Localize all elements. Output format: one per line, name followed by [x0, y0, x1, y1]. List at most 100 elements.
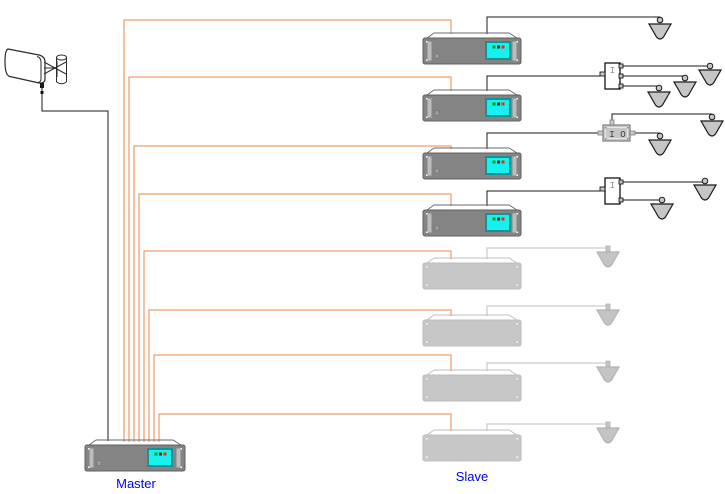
led-indicator-icon: [492, 217, 496, 221]
master-unit[interactable]: [84, 439, 186, 472]
coupler-top-port: [609, 119, 615, 126]
slave-unit-3-rail-left: [427, 156, 432, 176]
master-unit-screw: [88, 466, 90, 468]
slave-unit-7-top: [426, 369, 518, 376]
slave-unit-2-display: [485, 98, 511, 117]
slave-unit-2-screw: [516, 98, 518, 100]
led-indicator-icon: [492, 102, 496, 106]
antenna-8-radome: [649, 203, 675, 220]
slave-unit-8[interactable]: [422, 429, 522, 462]
splitter-output-port: [618, 179, 624, 185]
slave-unit-1-rail-right: [512, 41, 517, 61]
slave-unit-2-rail-right: [512, 98, 517, 118]
slave-output-cable-6: [486, 305, 606, 316]
slave-unit-8-screw: [516, 456, 518, 458]
antenna-2[interactable]: [697, 62, 723, 86]
antenna-inactive-3-connector: [605, 360, 611, 368]
slave-unit-4-rail-left: [427, 213, 432, 233]
antenna-3-radome: [672, 81, 698, 98]
slave-unit-4[interactable]: [422, 204, 522, 237]
master-cable-1: [123, 19, 452, 442]
antenna-3[interactable]: [672, 74, 698, 98]
coupler-label-in: I: [609, 130, 614, 140]
master-cable-5: [143, 250, 452, 442]
led-indicator-icon: [501, 160, 505, 164]
master-unit-top: [88, 439, 182, 446]
antenna-5-connector: [708, 113, 716, 121]
slave-unit-2[interactable]: [422, 89, 522, 122]
master-unit-rail-left: [89, 448, 94, 468]
donor-antenna[interactable]: [4, 48, 67, 88]
coupler-screw: [605, 138, 607, 140]
slave-output-cable-8: [486, 423, 606, 431]
slave-output-cable-1: [486, 16, 661, 34]
splitter-output-port: [618, 83, 624, 89]
slave-unit-6-screw: [516, 323, 518, 325]
slave-unit-2-screw: [516, 116, 518, 118]
antenna-4-connector: [655, 84, 663, 92]
master-cable-8: [158, 413, 452, 442]
slave-unit-1[interactable]: [422, 32, 522, 65]
slave-unit-5-screw: [426, 284, 428, 286]
antenna-inactive-4[interactable]: [595, 421, 621, 444]
feed-connector: [40, 91, 44, 94]
slave-unit-7[interactable]: [422, 369, 522, 402]
slave-unit-8-top: [426, 429, 518, 436]
slave-unit-2-screw: [426, 116, 428, 118]
slave-unit-6-screw: [426, 341, 428, 343]
coupler-label-out: O: [620, 130, 625, 140]
slave-unit-5[interactable]: [422, 257, 522, 290]
splitter-label: I: [610, 66, 615, 76]
antenna-8[interactable]: [649, 196, 675, 220]
splitter-1[interactable]: I: [599, 62, 624, 90]
slave-unit-7-screw: [426, 396, 428, 398]
led-indicator-icon: [501, 45, 505, 49]
splitter-3[interactable]: I: [599, 177, 624, 205]
antenna-6-connector: [656, 132, 664, 140]
slave-unit-5-screw: [426, 266, 428, 268]
antenna-inactive-3[interactable]: [595, 360, 621, 383]
slave-unit-2-screw: [426, 98, 428, 100]
slave-unit-7-screw: [426, 378, 428, 380]
antenna-7[interactable]: [692, 177, 718, 201]
slave-output-cable-3: [486, 132, 598, 149]
antenna-3-connector: [681, 74, 689, 82]
slave-unit-8-screw: [516, 438, 518, 440]
donor-feed-cable: [41, 88, 109, 441]
antenna-5[interactable]: [699, 113, 725, 137]
splitter-output-port: [618, 63, 624, 69]
slave-unit-6[interactable]: [422, 314, 522, 347]
slave-label: Slave: [456, 469, 489, 484]
slave-unit-6-chassis: [422, 319, 522, 347]
antenna-1[interactable]: [647, 16, 673, 40]
slave-unit-3-display: [485, 156, 511, 175]
antenna-6-radome: [647, 139, 673, 156]
slave-unit-4-screw: [516, 213, 518, 215]
slave-unit-4-rail-right: [512, 213, 517, 233]
splitter-output-cable-2: [623, 75, 686, 78]
antenna-inactive-2[interactable]: [595, 303, 621, 326]
power-button-icon: [434, 225, 440, 231]
slave-unit-1-screw: [426, 59, 428, 61]
splitter-input-port: [599, 71, 606, 77]
led-indicator-icon: [501, 217, 505, 221]
antenna-6[interactable]: [647, 132, 673, 156]
splitter-output-port: [618, 73, 624, 79]
splitter-output-cable-1: [623, 65, 711, 67]
master-unit-display: [147, 448, 173, 467]
antenna-inactive-2-connector: [605, 303, 611, 311]
led-indicator-icon: [492, 160, 496, 164]
led-indicator-icon: [501, 102, 505, 106]
slave-unit-3[interactable]: [422, 147, 522, 180]
antenna-4[interactable]: [646, 84, 672, 108]
antenna-2-radome: [697, 69, 723, 86]
master-cable-3: [133, 145, 452, 442]
donor-antenna-clamp: [43, 60, 67, 77]
slave-unit-3-screw: [516, 156, 518, 158]
slave-unit-7-chassis: [422, 374, 522, 402]
led-indicator-icon: [159, 452, 162, 456]
antenna-inactive-1[interactable]: [595, 245, 621, 268]
antenna-1-connector: [656, 16, 664, 24]
led-indicator-icon: [497, 217, 500, 221]
